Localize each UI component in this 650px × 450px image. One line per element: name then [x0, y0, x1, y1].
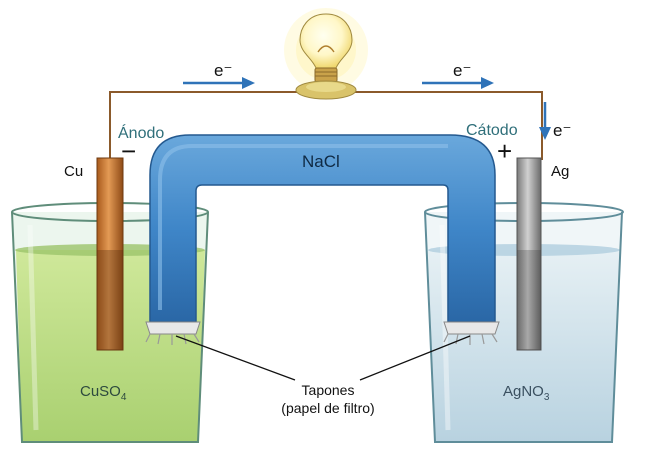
electron-arrow-right	[422, 77, 494, 89]
cathode-sign: +	[497, 136, 513, 166]
copper-electrode	[96, 157, 124, 351]
plugs-caption: Tapones (papel de filtro)	[258, 382, 398, 417]
salt-bridge-label: NaCl	[302, 152, 340, 171]
electron-arrow-down	[539, 102, 551, 140]
plugs-caption-line2: (papel de filtro)	[281, 399, 375, 416]
right-solution-sub: 3	[543, 392, 550, 403]
right-solution-base: AgNO	[503, 383, 544, 400]
plug-right	[443, 321, 500, 345]
leader-line-right	[359, 335, 471, 381]
cathode-metal-label: Ag	[551, 163, 570, 180]
left-solution-sub: 4	[120, 392, 127, 403]
anode-label: Ánodo	[118, 125, 165, 142]
electron-arrow-left	[183, 77, 255, 89]
plug-left	[145, 321, 201, 345]
electron-label-left: e⁻	[214, 61, 233, 80]
leader-line-left	[175, 335, 296, 381]
plugs-caption-line1: Tapones	[301, 382, 355, 398]
anode-metal-label: Cu	[64, 163, 84, 180]
light-bulb	[295, 13, 357, 100]
electron-label-down: e⁻	[553, 121, 572, 140]
anode-sign: −	[121, 136, 137, 166]
right-solution-formula: AgNO3	[503, 384, 549, 403]
left-solution-formula: CuSO4	[80, 384, 126, 403]
silver-electrode	[516, 157, 542, 351]
electron-label-right: e⁻	[453, 61, 472, 80]
cathode-label: Cátodo	[466, 122, 518, 139]
left-solution-base: CuSO	[80, 383, 121, 400]
